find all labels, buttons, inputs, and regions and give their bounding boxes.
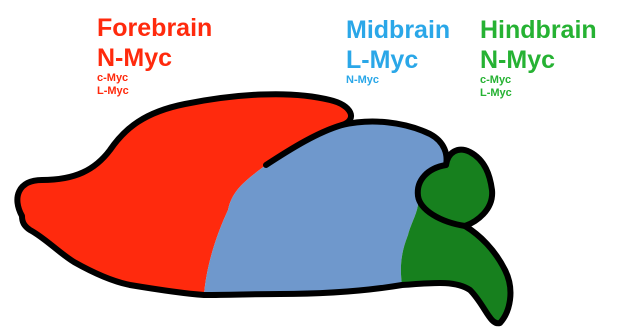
brain-diagram [0,0,622,335]
